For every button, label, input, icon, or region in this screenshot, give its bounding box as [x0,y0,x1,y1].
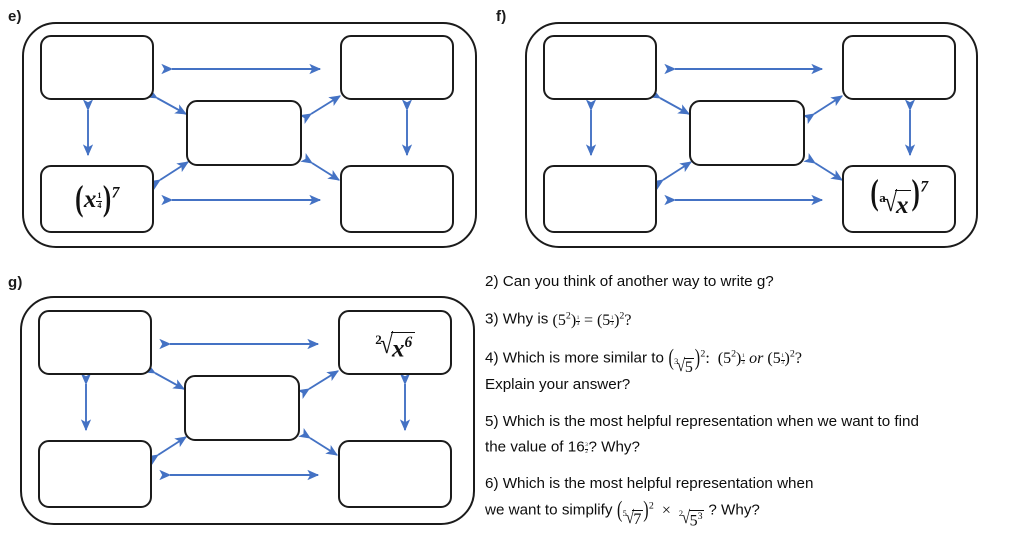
diagram-e-node-top-left[interactable] [40,35,154,100]
question-6-lead: we want to simplify [485,501,613,519]
diagram-g-node-bottom-right[interactable] [338,440,452,508]
diagram-f-container [525,22,978,248]
diagram-e-label: e) [8,8,22,25]
question-6: 6) Which is the most helpful representat… [485,474,1022,529]
questions-list: 2) Can you think of another way to write… [485,272,1022,540]
diagram-f-label: f) [496,8,507,25]
question-5-line-1: 5) Which is the most helpful representat… [485,412,919,430]
diagram-g-label: g) [8,274,23,291]
question-6-line-1: 6) Which is the most helpful representat… [485,474,814,492]
question-4-line-2: Explain your answer? [485,376,631,394]
question-5-tail: ? Why? [588,438,640,456]
question-6-expression: (5√7)2 × 2√53 [617,498,705,530]
diagram-f-node-center[interactable] [689,100,805,166]
diagram-g-container [20,296,475,525]
diagram-e-container [22,22,477,248]
diagram-g-node-center[interactable] [184,375,300,441]
question-6-tail: ? Why? [708,501,760,519]
question-6-line-2: we want to simplify (5√7)2 × 2√53 ? Why? [485,498,1022,530]
diagram-e-node-center[interactable] [186,100,302,166]
diagram-g-node-top-right-content: 2√x6 [375,323,415,362]
diagram-f: f) (a√x)7 [490,0,1010,262]
diagram-f-node-top-left[interactable] [543,35,657,100]
question-5: 5) Which is the most helpful representat… [485,412,1022,458]
diagram-g-node-top-left[interactable] [38,310,152,375]
question-5-lead: the value of 16 [485,438,585,456]
diagram-f-node-top-right[interactable] [842,35,956,100]
diagram-g-node-top-right[interactable]: 2√x6 [338,310,452,375]
question-4: 4) Which is more similar to (3√5)2: (52)… [485,347,1022,395]
diagram-e-node-bottom-right[interactable] [340,165,454,233]
diagram-g-node-bottom-left[interactable] [38,440,152,508]
question-2: 2) Can you think of another way to write… [485,272,1022,292]
diagram-e-node-top-right[interactable] [340,35,454,100]
diagram-g: g) 2√x6 [0,272,500,553]
diagram-f-node-bottom-left[interactable] [543,165,657,233]
question-3-lead: 3) Why is [485,310,549,328]
question-4-line-1: 4) Which is more similar to (3√5)2: (52)… [485,346,1022,376]
question-4-lead: 4) Which is more similar to [485,349,664,367]
question-2-text: 2) Can you think of another way to write… [485,273,774,290]
diagram-f-node-bottom-right-content: (a√x)7 [870,174,929,220]
diagram-f-node-bottom-right[interactable]: (a√x)7 [842,165,956,233]
